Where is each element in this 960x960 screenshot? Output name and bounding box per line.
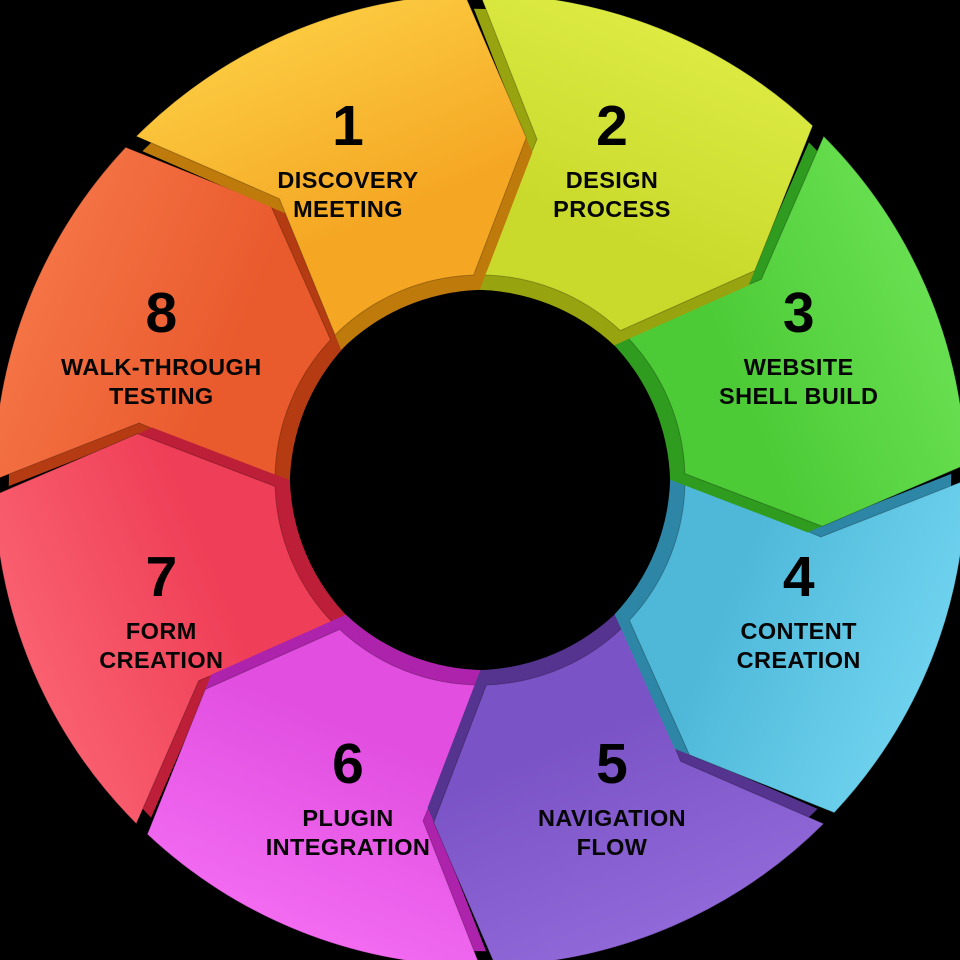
segment-5-arrow: [433, 624, 825, 960]
segment-2-arrow: [479, 0, 814, 332]
segment-6-arrow: [146, 628, 481, 960]
segment-7-arrow: [0, 433, 336, 825]
segment-8-arrow: [0, 146, 332, 481]
segment-3-arrow: [624, 135, 960, 527]
segment-4-arrow: [628, 479, 960, 814]
segment-1-arrow: [135, 0, 527, 336]
